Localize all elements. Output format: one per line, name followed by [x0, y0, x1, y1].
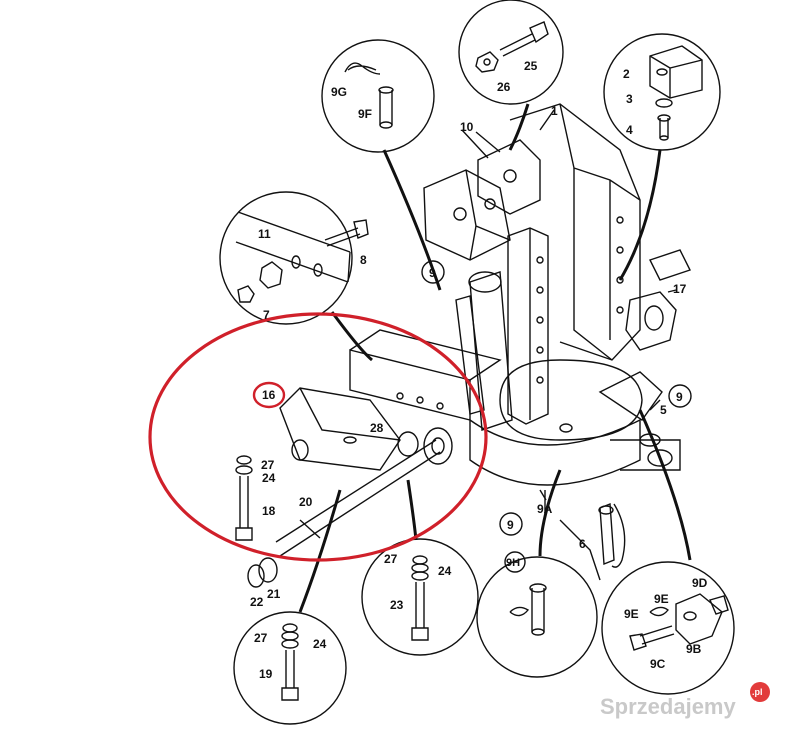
label-9h: 9H — [506, 557, 520, 569]
label-27-bottom: 27 — [254, 631, 268, 645]
detail-circle-2 — [603, 33, 721, 151]
bolt-23-drawing — [411, 555, 429, 641]
leader-19 — [298, 489, 342, 613]
detail-circle-23 — [361, 538, 479, 656]
callout-9-bottom — [499, 512, 523, 536]
label-21: 21 — [267, 587, 281, 601]
label-4: 4 — [626, 123, 633, 137]
bolt-25-drawing — [475, 21, 549, 73]
detail-circle-11 — [219, 191, 353, 325]
label-26: 26 — [497, 80, 511, 94]
leader-9f — [382, 149, 442, 291]
label-9a: 9A — [537, 502, 553, 516]
label-10: 10 — [460, 120, 474, 134]
label-6: 6 — [579, 537, 586, 551]
label-9e-top: 9E — [654, 592, 669, 606]
label-9g: 9G — [331, 85, 347, 99]
label-18: 18 — [262, 504, 276, 518]
label-9c: 9C — [650, 657, 666, 671]
bracket-11-drawing — [235, 211, 369, 303]
callout-9-right — [668, 384, 692, 408]
label-16: 16 — [262, 388, 276, 402]
label-24-bottom: 24 — [313, 637, 327, 651]
callout-9h-balloon — [504, 551, 526, 573]
label-9f: 9F — [358, 107, 372, 121]
label-28: 28 — [370, 421, 384, 435]
detail-circle-9h — [476, 556, 598, 678]
block-2-drawing — [649, 45, 703, 141]
watermark-text: Sprzedajemy — [600, 694, 736, 719]
watermark: Sprzedajemy .pl — [600, 682, 770, 719]
highlight-part-16-marker — [252, 381, 286, 409]
label-23: 23 — [390, 598, 404, 612]
leader-9h — [538, 469, 562, 557]
label-17: 17 — [673, 282, 687, 296]
leader-23 — [406, 479, 418, 541]
leader-2 — [618, 149, 662, 281]
pin-9f-drawing — [344, 62, 394, 129]
leader-9b — [638, 409, 692, 561]
label-27-mid: 27 — [384, 552, 398, 566]
part-labels: 1 2 3 4 5 6 7 8 9 9 9 9A 9B 9C 9D 9E 9E … — [250, 59, 708, 681]
label-5: 5 — [660, 403, 667, 417]
detail-circle-25 — [458, 0, 564, 105]
leader-25 — [508, 103, 530, 151]
detail-circle-19 — [233, 611, 347, 725]
label-20: 20 — [299, 495, 313, 509]
label-9-bottom: 9 — [507, 518, 514, 532]
pin-9h-drawing — [509, 583, 547, 636]
label-24-top: 24 — [262, 471, 276, 485]
watermark-badge — [750, 682, 770, 702]
detail-circle-9b — [601, 561, 735, 695]
label-7: 7 — [263, 308, 270, 322]
label-11: 11 — [258, 227, 271, 241]
label-1: 1 — [551, 104, 558, 118]
label-24-mid: 24 — [438, 564, 452, 578]
clevis-9b-drawing — [629, 593, 729, 651]
label-25: 25 — [524, 59, 538, 73]
detail-circle-9f — [321, 39, 435, 153]
label-3: 3 — [626, 92, 633, 106]
label-22: 22 — [250, 595, 264, 609]
label-9e-left: 9E — [624, 607, 639, 621]
label-9-left: 9 — [429, 266, 436, 280]
label-9b: 9B — [686, 642, 702, 656]
watermark-badge-text: .pl — [752, 687, 763, 697]
label-27-top: 27 — [261, 458, 275, 472]
label-9-right: 9 — [676, 390, 683, 404]
leader-11 — [330, 311, 373, 362]
label-9d: 9D — [692, 576, 708, 590]
label-19: 19 — [259, 667, 273, 681]
main-frame-drawing — [235, 103, 691, 588]
highlight-ellipse — [148, 312, 488, 562]
callout-9-left — [421, 260, 445, 284]
label-2: 2 — [623, 67, 630, 81]
bolt-19-drawing — [281, 623, 299, 701]
label-8: 8 — [360, 253, 367, 267]
